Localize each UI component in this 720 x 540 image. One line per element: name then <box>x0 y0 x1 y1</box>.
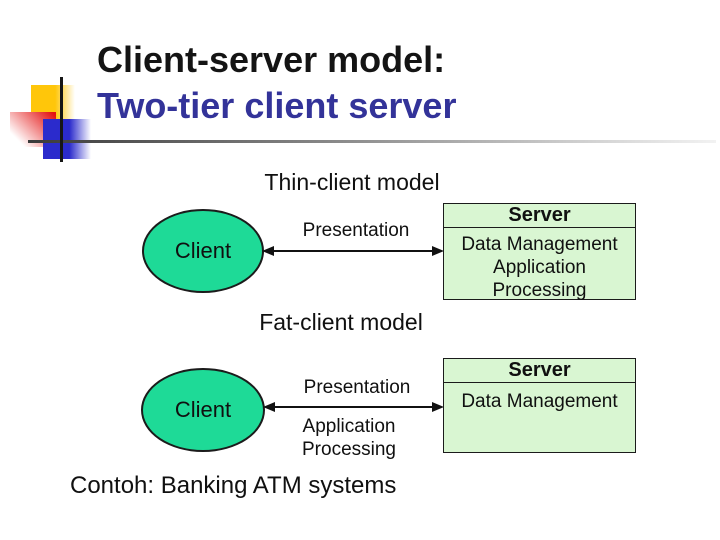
footer-example-note: Contoh: Banking ATM systems <box>70 472 397 499</box>
thin-client-label: Client <box>174 238 232 263</box>
fat-server-box: Server Data Management <box>443 358 636 453</box>
thin-server-body: Data Management Application Processing <box>444 228 635 302</box>
slide-title: Client-server model: Two-tier client ser… <box>97 37 456 129</box>
decoration-vertical-line <box>60 77 63 162</box>
thin-server-row-application-processing: Application Processing <box>492 257 587 301</box>
title-divider-rule <box>28 140 716 143</box>
thin-presentation-label: Presentation <box>302 220 410 241</box>
fat-application-processing-line1: Application <box>302 416 396 437</box>
slide-title-line1: Client-server model: <box>97 39 446 80</box>
fat-client-label: Client <box>174 397 232 422</box>
fat-server-row-data-management: Data Management <box>461 391 618 412</box>
fat-application-processing-line2: Processing <box>302 439 396 460</box>
fat-application-processing-label: Application Processing <box>269 415 429 461</box>
decoration-blue-square <box>43 119 91 159</box>
fat-server-title: Server <box>444 359 635 383</box>
fat-client-ellipse: Client <box>141 368 265 452</box>
thin-server-box: Server Data Management Application Proce… <box>443 203 636 302</box>
fat-server-body: Data Management <box>444 383 635 413</box>
thin-double-arrow <box>262 246 444 256</box>
fat-client-model-heading: Fat-client model <box>259 309 423 335</box>
fat-presentation-label: Presentation <box>303 377 411 398</box>
thin-client-model-heading: Thin-client model <box>264 169 440 195</box>
thin-client-ellipse: Client <box>142 209 264 293</box>
thin-server-title: Server <box>444 204 635 228</box>
slide-title-line2: Two-tier client server <box>97 85 457 126</box>
thin-server-row-data-management: Data Management <box>461 234 618 255</box>
fat-double-arrow <box>263 402 444 412</box>
